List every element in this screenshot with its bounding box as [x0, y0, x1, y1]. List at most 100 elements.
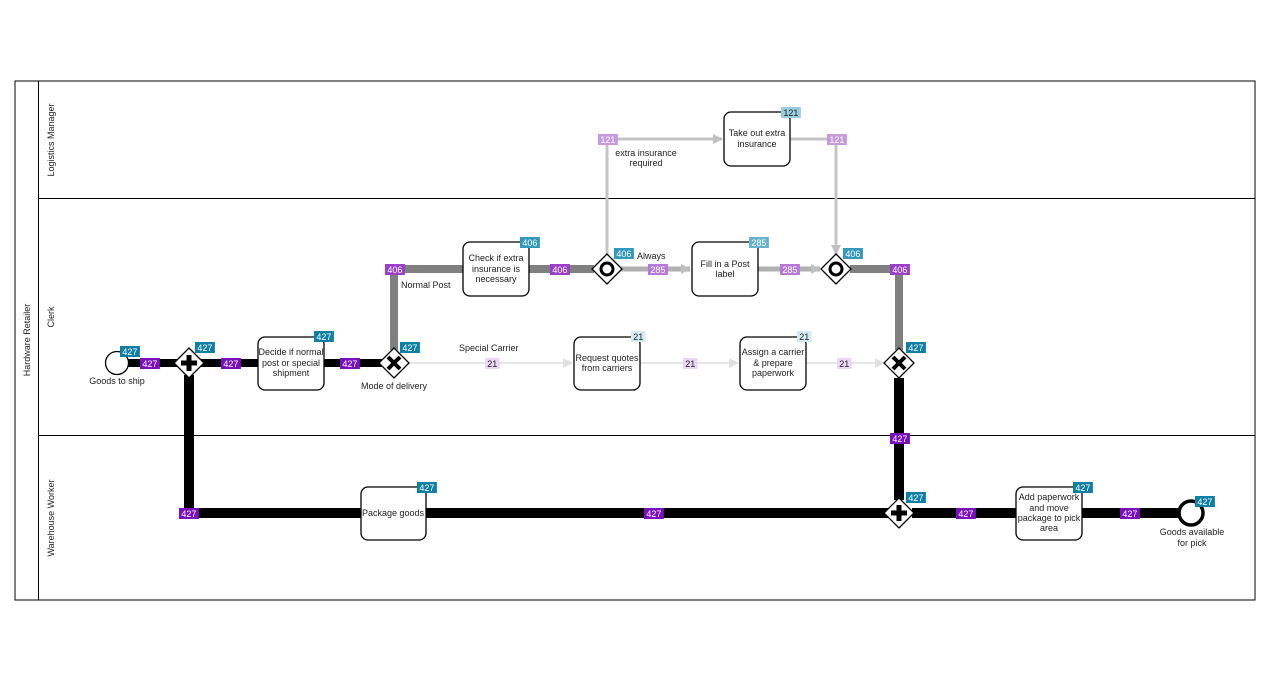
- badge-background: [417, 482, 437, 493]
- task-box[interactable]: [739, 336, 807, 391]
- edge-label-special-carrier: Special Carrier: [459, 343, 519, 353]
- task-label-line: package to pick: [1018, 513, 1081, 523]
- badge-background: [956, 508, 976, 519]
- badge-background: [385, 264, 405, 275]
- task-box[interactable]: [691, 241, 759, 297]
- task-label-line: insurance: [737, 139, 776, 149]
- edge-count-badge-check-orsplit: 406: [550, 264, 570, 275]
- task-label-line: and move: [1029, 503, 1069, 513]
- badge-background: [780, 264, 800, 275]
- badge-count: 21: [685, 359, 695, 369]
- task-box[interactable]: [573, 336, 641, 391]
- task-box[interactable]: [1015, 486, 1083, 541]
- task-add-paperwork[interactable]: Add paperwork and move package to pick a…: [1015, 486, 1083, 541]
- flow-orjoin-xorjoin[interactable]: [850, 265, 903, 350]
- task-label-line: Assign a carrier: [742, 347, 805, 357]
- task-box[interactable]: [360, 486, 427, 541]
- task-assign-carrier[interactable]: Assign a carrier & prepare paperwork: [739, 336, 807, 391]
- edge-count-badge-add-end: 427: [1120, 508, 1140, 519]
- badge-count: 427: [122, 347, 137, 357]
- badge-count: 427: [316, 332, 331, 342]
- task-fill-post-label[interactable]: Fill in a Post label: [691, 241, 759, 297]
- badge-background: [179, 508, 199, 519]
- node-count-badge: 427: [906, 342, 926, 353]
- badge-count: 406: [552, 265, 567, 275]
- x-icon: [891, 355, 907, 371]
- node-count-badge: 427: [314, 331, 334, 342]
- task-take-insurance[interactable]: Take out extra insurance: [723, 111, 791, 167]
- badge-count: 285: [751, 238, 766, 248]
- badge-count: 121: [829, 135, 844, 145]
- badge-background: [631, 331, 646, 342]
- start-event-circle[interactable]: [104, 350, 130, 376]
- inclusive-split-gateway[interactable]: [591, 253, 623, 285]
- badge-background: [195, 342, 215, 353]
- task-box[interactable]: [257, 336, 325, 391]
- task-request-quotes[interactable]: Request quotes from carriers: [573, 336, 641, 391]
- node-count-badge: 406: [520, 237, 540, 248]
- parallel-join-gateway[interactable]: [883, 497, 915, 529]
- badge-background: [221, 358, 241, 369]
- task-check-insurance[interactable]: Check if extra insurance is necessary: [462, 241, 530, 297]
- node-count-badge: 21: [631, 331, 646, 342]
- pool-title: Hardware Retailer: [22, 304, 32, 377]
- badge-background: [340, 358, 360, 369]
- badge-background: [781, 107, 801, 118]
- badge-background: [400, 342, 420, 353]
- node-count-badge: 121: [781, 107, 801, 118]
- mode-of-delivery-gateway[interactable]: Mode of delivery: [361, 347, 428, 391]
- edge-count-badge-orsplit-take: 121: [598, 134, 618, 145]
- badge-background: [827, 134, 847, 145]
- gateway-diamond[interactable]: [820, 253, 852, 285]
- badge-background: [520, 237, 540, 248]
- edge-count-badge-split-package: 427: [179, 508, 199, 519]
- badge-count: 406: [892, 265, 907, 275]
- task-label-line: paperwork: [752, 368, 795, 378]
- task-label-line: & prepare: [753, 358, 793, 368]
- task-label-line: necessary: [475, 274, 517, 284]
- flow-take-orjoin[interactable]: [790, 137, 841, 255]
- task-box[interactable]: [723, 111, 791, 167]
- flow-split-package[interactable]: [184, 375, 362, 518]
- badge-background: [843, 248, 863, 259]
- flows: [128, 134, 1178, 518]
- badge-background: [906, 342, 926, 353]
- task-package-goods[interactable]: Package goods: [360, 486, 427, 541]
- badge-count: 406: [522, 238, 537, 248]
- edge-count-badge-decide-mode: 427: [340, 358, 360, 369]
- edge-label-extra-insurance-line1: extra insurance: [615, 148, 677, 158]
- task-label-line: label: [715, 269, 734, 279]
- gateway-label: Mode of delivery: [361, 381, 428, 391]
- badge-count: 285: [782, 265, 797, 275]
- badge-background: [797, 331, 812, 342]
- badge-count: 21: [633, 332, 643, 342]
- lane-title-clerk: Clerk: [46, 306, 56, 328]
- edge-count-badge-split-decide: 427: [221, 358, 241, 369]
- badge-background: [1195, 496, 1215, 507]
- plus-icon: [891, 505, 907, 521]
- node-count-badge: 427: [195, 342, 215, 353]
- edge-label-normal-post: Normal Post: [401, 280, 451, 290]
- badge-count: 427: [181, 509, 196, 519]
- task-decide[interactable]: Decide if normal post or special shipmen…: [257, 336, 325, 391]
- inclusive-join-gateway[interactable]: [820, 253, 852, 285]
- edge-count-badge-request-assign: 21: [683, 358, 698, 369]
- start-event[interactable]: Goods to ship: [89, 350, 145, 387]
- parallel-split-gateway[interactable]: [173, 347, 205, 379]
- task-label-line: from carriers: [582, 363, 633, 373]
- task-label-line: Check if extra: [468, 253, 523, 263]
- badge-count: 427: [402, 343, 417, 353]
- badge-count: 121: [600, 135, 615, 145]
- gateway-diamond[interactable]: [591, 253, 623, 285]
- node-count-badge: 427: [400, 342, 420, 353]
- badge-count: 427: [419, 483, 434, 493]
- node-count-badge: 427: [417, 482, 437, 493]
- badge-count: 427: [908, 493, 923, 503]
- badge-background: [140, 358, 160, 369]
- task-box[interactable]: [462, 241, 530, 297]
- frequency-badges: 427 427 427 427 406 406 121 285 406 21 21 427 427 427…: [120, 107, 1215, 519]
- edge-labels: Normal Post Special Carrier Always extra…: [401, 148, 677, 353]
- exclusive-join-gateway[interactable]: [883, 347, 915, 379]
- task-label-line: Package goods: [362, 508, 425, 518]
- task-label-line: Decide if normal: [258, 347, 323, 357]
